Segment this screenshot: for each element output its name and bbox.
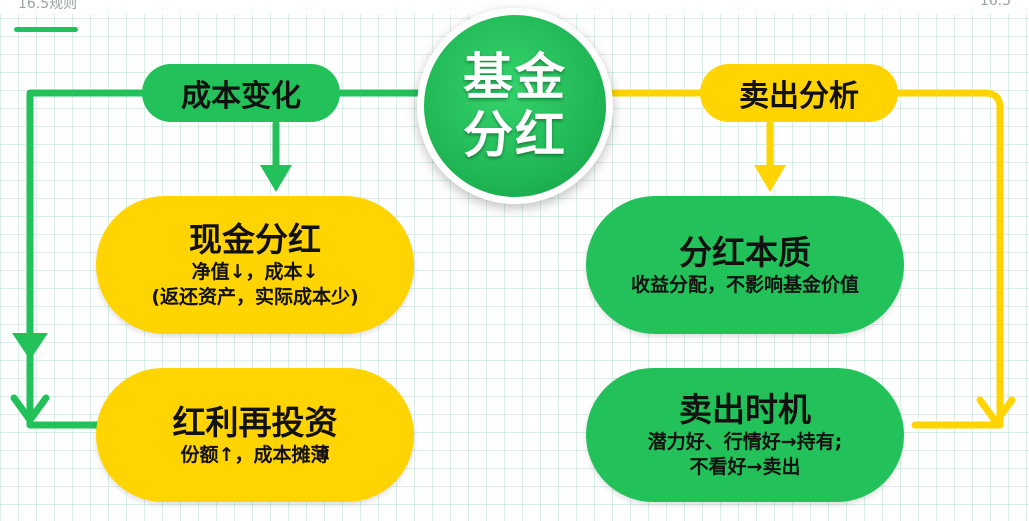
card-title: 卖出时机 [679,390,811,429]
left-arrow-head [260,165,292,192]
card-line: 净值↓，成本↓ [191,261,319,283]
left-mid-arrow-head [12,333,48,360]
card-title: 红利再投资 [172,402,338,442]
card-dividend-reinvest: 红利再投资 份额↑，成本摊薄 [96,368,414,502]
left-lower-arrow-chevron [10,394,50,424]
card-line: 份额↑，成本摊薄 [180,443,330,466]
center-circle: 基金 分红 [417,8,613,204]
card-line: 不看好→卖出 [689,456,801,478]
card-sell-timing: 卖出时机 潜力好、行情好→持有; 不看好→卖出 [586,368,904,502]
card-dividend-essence: 分红本质 收益分配，不影响基金价值 [586,196,904,334]
card-title: 分红本质 [679,232,811,272]
center-title-line2: 分红 [463,106,567,164]
left-loop-line [26,89,154,429]
label-cost-change: 成本变化 [142,64,340,122]
center-title-line1: 基金 [463,48,567,106]
card-line: (返还资产，实际成本少) [151,286,359,308]
top-strip [0,0,1029,14]
right-loop-line [894,89,1004,429]
corner-text-left: 16.5规则 [18,0,78,12]
card-title: 现金分红 [189,220,321,259]
label-sell-analysis: 卖出分析 [700,64,898,122]
card-line: 收益分配，不影响基金价值 [630,273,859,296]
right-lower-arrow-chevron [976,396,1016,426]
right-arrow-head [754,165,786,192]
top-accent-line [14,27,78,32]
card-line: 潜力好、行情好→持有; [647,431,843,453]
card-cash-dividend: 现金分红 净值↓，成本↓ (返还资产，实际成本少) [96,196,414,334]
corner-text-right: 16.5 [979,0,1011,9]
